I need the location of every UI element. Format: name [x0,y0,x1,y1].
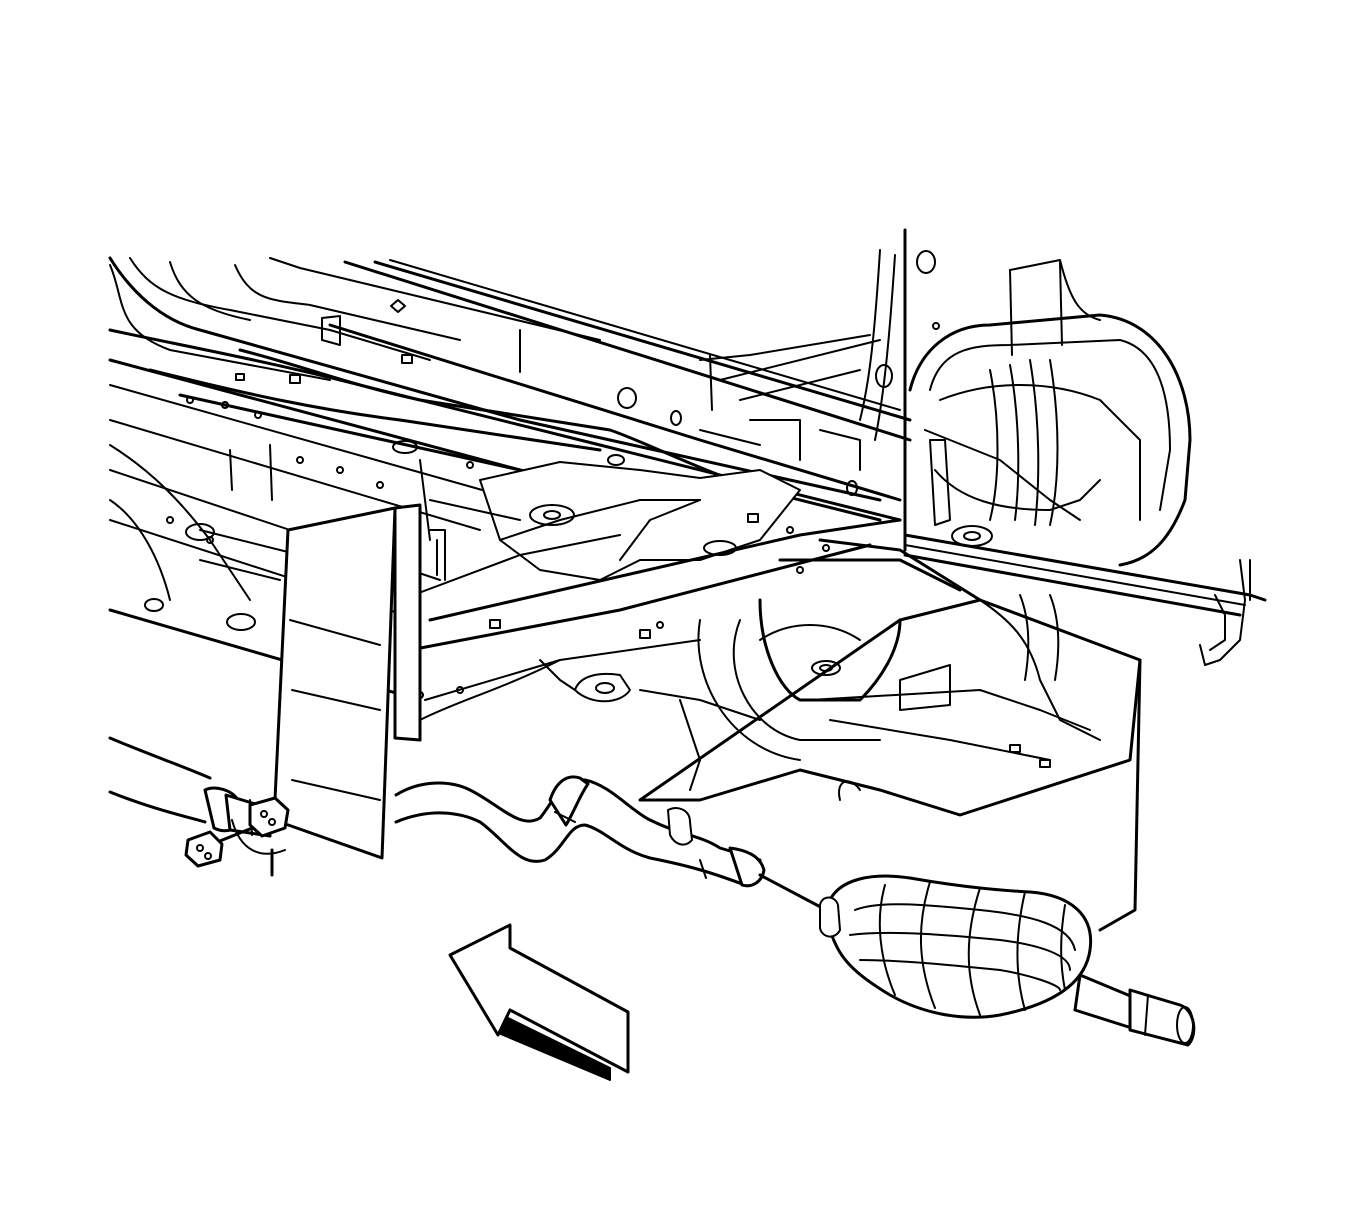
clamp-icon [184,830,224,868]
underbody-floor-pan [108,228,1267,932]
heat-shield-panels [272,503,422,860]
muffler-icon [819,874,1093,1019]
exhaust-system [108,736,1196,1047]
clamp-icon [248,796,290,838]
direction-arrow-icon [448,923,630,1081]
